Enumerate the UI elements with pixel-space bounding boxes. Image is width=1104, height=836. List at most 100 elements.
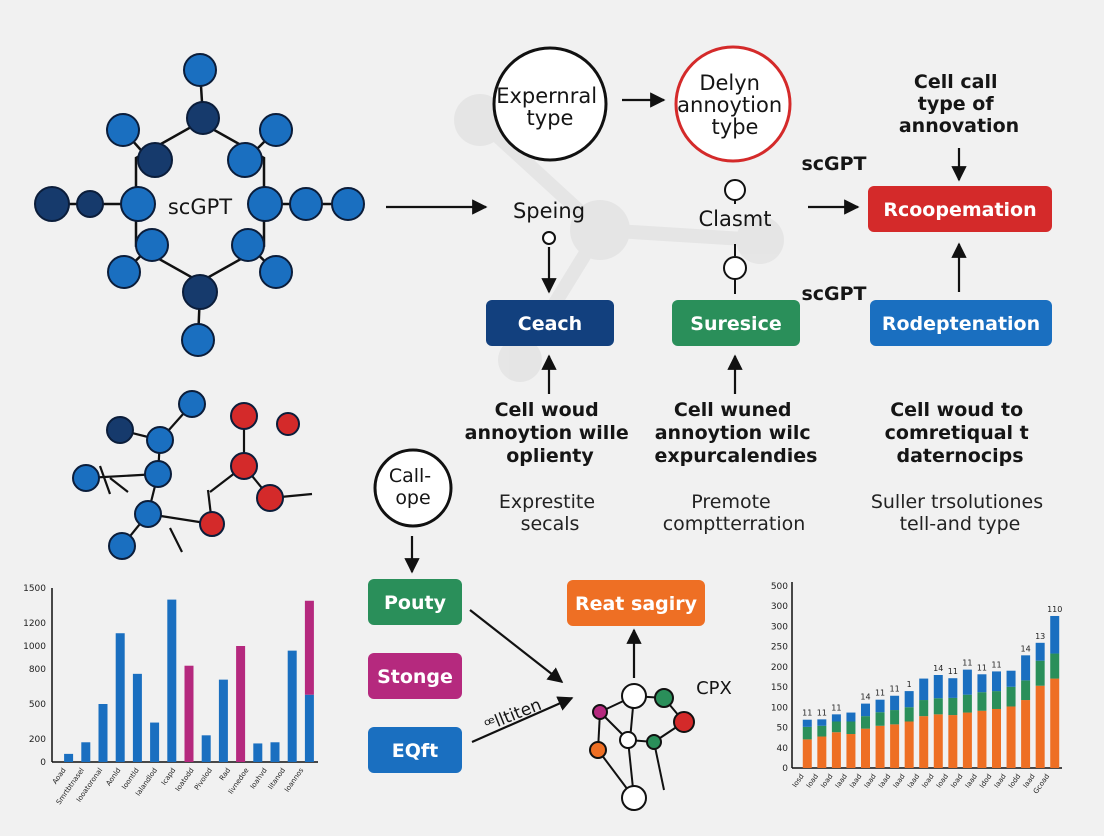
right-chart-x-tick: Ioad bbox=[920, 773, 935, 790]
right-chart-bar-segment bbox=[962, 669, 972, 695]
left-chart-bar bbox=[64, 753, 74, 762]
box-reat-label: Reat sagiry bbox=[575, 593, 698, 615]
right-chart-bar-segment bbox=[1035, 685, 1045, 768]
right-chart-bar-segment bbox=[861, 728, 870, 768]
right-chart-bar-segment bbox=[962, 712, 972, 768]
right-chart-x-tick: Iaad bbox=[877, 773, 892, 790]
right-chart-bar-segment bbox=[904, 707, 914, 722]
right-chart-bar-segment bbox=[890, 695, 900, 711]
right-chart-x-tick: Iaad bbox=[848, 773, 863, 790]
right-chart-bar-segment bbox=[1021, 700, 1031, 768]
right-chart-bar-segment bbox=[890, 724, 900, 768]
caption-col2-bold: Cell wuned annoytion wilc expurcalendies bbox=[655, 399, 818, 467]
cell-call-label: Cell call type of annovation bbox=[899, 71, 1019, 137]
caption-col1-light: Exprestite secals bbox=[499, 491, 601, 535]
right-chart-x-tick: Iosd bbox=[791, 773, 806, 789]
right-chart-bar-segment bbox=[1006, 670, 1016, 687]
right-chart-x-tick: Iaad bbox=[993, 773, 1008, 790]
external-type-circle: Expernral type bbox=[492, 46, 608, 162]
box-recooperation-label: Rcoopemation bbox=[883, 199, 1036, 221]
right-chart-data-label: 11 bbox=[802, 709, 812, 718]
right-chart-bar-segment bbox=[831, 721, 841, 733]
right-chart-bar-segment bbox=[977, 692, 987, 711]
call-text: Call- ope bbox=[389, 465, 437, 509]
left-chart-bar bbox=[304, 600, 314, 695]
caption-col2-light: Premote comptterration bbox=[663, 491, 806, 535]
right-chart-y-tick: 50 bbox=[777, 724, 789, 734]
right-chart-bar-segment bbox=[875, 725, 885, 768]
right-chart-x-tick: Iaad bbox=[863, 773, 878, 790]
background-network bbox=[454, 94, 784, 382]
right-chart-bar-segment bbox=[962, 694, 972, 713]
right-chart-bar-segment bbox=[817, 725, 827, 737]
right-chart-x-tick: Ioad bbox=[949, 773, 964, 790]
caption-col1-bold: Cell woud annoytion wille oplienty bbox=[465, 399, 636, 467]
right-chart-bar-segment bbox=[831, 714, 841, 722]
right-chart-bar-segment bbox=[846, 712, 856, 722]
right-chart-bar-segment bbox=[1050, 653, 1060, 679]
right-chart-bar-segment bbox=[846, 721, 856, 735]
right-chart-data-label: 11 bbox=[977, 663, 987, 672]
left-chart-bar bbox=[236, 646, 246, 762]
box-suresice: Suresice bbox=[672, 300, 800, 346]
left-chart-y-tick: 1000 bbox=[23, 642, 46, 652]
caption-col3-bold: Cell woud to comretiqual t daternocips bbox=[885, 399, 1036, 467]
scgpt-top-label: scGPT bbox=[801, 153, 866, 175]
right-chart-bar-segment bbox=[919, 678, 929, 701]
left-chart-x-tick: Pivolod bbox=[193, 767, 214, 792]
clasmt-label: Clasmt bbox=[699, 207, 772, 231]
right-chart-bar-segment bbox=[1021, 655, 1031, 681]
right-chart-y-tick: 200 bbox=[771, 663, 788, 673]
right-chart-bar-segment bbox=[992, 671, 1001, 692]
right-chart-bar-segment bbox=[875, 699, 885, 713]
box-eqft-label: EQft bbox=[392, 740, 438, 762]
right-chart-data-label: 11 bbox=[991, 660, 1001, 669]
left-chart-bar bbox=[253, 743, 263, 762]
right-chart-y-tick: 250 bbox=[771, 643, 788, 653]
right-chart-x-tick: Iaad bbox=[964, 773, 979, 790]
right-chart-bar-segment bbox=[977, 710, 987, 768]
right-chart-data-label: 1 bbox=[907, 680, 912, 689]
right-chart-bar-segment bbox=[919, 700, 929, 717]
right-chart-bar-segment bbox=[1050, 678, 1060, 768]
right-chart-bar-segment bbox=[861, 716, 870, 729]
right-chart-bar-segment bbox=[1006, 686, 1016, 707]
right-chart-bar-segment bbox=[1006, 706, 1016, 768]
delyn-circle: Delyn annoytion tyþe bbox=[674, 45, 792, 163]
right-chart-bar-segment bbox=[890, 710, 900, 725]
right-chart-data-label: 11 bbox=[817, 708, 827, 717]
left-chart-x-tick: Aoad bbox=[51, 767, 68, 786]
left-chart-bar bbox=[132, 673, 142, 762]
left-chart-bar bbox=[115, 633, 125, 762]
molecule-label: scGPT bbox=[168, 195, 232, 219]
right-chart-x-tick: Ioad bbox=[805, 773, 820, 790]
box-pouty: Pouty bbox=[368, 579, 462, 625]
left-chart-bar bbox=[287, 650, 297, 762]
speing-label: Speing bbox=[513, 199, 585, 223]
right-chart-bar-segment bbox=[948, 715, 958, 768]
right-chart-bar-segment bbox=[802, 739, 812, 768]
right-chart-bar-segment bbox=[948, 678, 958, 698]
right-chart-y-tick: 100 bbox=[771, 703, 788, 713]
right-chart-bar-segment bbox=[875, 712, 885, 726]
right-chart-bar-segment bbox=[817, 736, 827, 768]
box-recooperation: Rcoopemation bbox=[868, 186, 1052, 232]
right-chart-x-tick: Ioad bbox=[935, 773, 950, 790]
right-chart-y-tick: 0 bbox=[782, 764, 788, 774]
right-chart-bar-segment bbox=[831, 732, 841, 768]
right-chart-data-label: 11 bbox=[875, 689, 885, 698]
right-chart-bar-segment bbox=[1035, 642, 1045, 661]
right-chart-data-label: 14 bbox=[1021, 644, 1031, 653]
right-chart-bar-segment bbox=[992, 708, 1001, 768]
right-chart-y-tick: 40 bbox=[777, 744, 789, 754]
small-network bbox=[589, 683, 695, 811]
box-stonge: Stonge bbox=[368, 653, 462, 699]
left-chart-bar bbox=[98, 704, 108, 762]
right-chart-x-tick: Iaad bbox=[892, 773, 907, 790]
box-ceach-label: Ceach bbox=[518, 313, 582, 335]
box-reat-sagiry: Reat sagiry bbox=[567, 580, 705, 626]
call-circle: Call- ope bbox=[373, 448, 453, 528]
right-chart-x-tick: Iaad bbox=[906, 773, 921, 790]
left-chart-bar bbox=[81, 742, 91, 762]
left-chart-y-tick: 800 bbox=[29, 665, 46, 675]
